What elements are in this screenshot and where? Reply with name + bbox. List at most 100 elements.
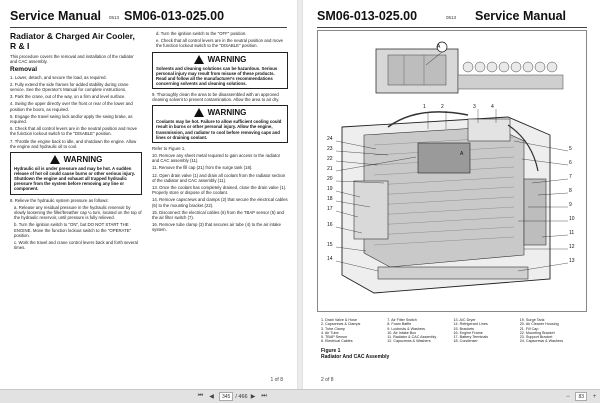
warning-label: WARNING <box>63 154 103 164</box>
removal-step: 12. Open drain valve (1) and drain all c… <box>152 172 286 183</box>
warning-text: Coolants may be hot. Failure to allow su… <box>156 119 282 140</box>
header-title: Service Manual <box>10 9 102 23</box>
legend-item: 3. Tube Clamp <box>321 326 345 331</box>
page-number-input[interactable]: 345 <box>219 392 234 401</box>
callout-number: 4 <box>491 104 494 110</box>
callout-number: 3 <box>473 104 476 110</box>
next-page-icon[interactable]: ▶ <box>250 394 256 400</box>
header-rule <box>317 27 587 28</box>
warning-text: Solvents and cleaning solutions can be h… <box>156 65 278 86</box>
callout-number: 9 <box>569 202 572 208</box>
legend-item: 21. Fill Cap <box>519 326 539 331</box>
legend-item: 19. Surge Tank <box>519 318 545 322</box>
callout-number: 23 <box>327 146 333 152</box>
legend-item: 14. Refrigerant Lines <box>453 322 488 327</box>
legend-item: 13. A/C Dryer <box>453 318 476 322</box>
removal-step: 13. Once the coolant has completely drai… <box>152 184 287 196</box>
callout-number: 1 <box>423 104 426 110</box>
legend-item: 17. Battery Terminals <box>453 335 489 340</box>
zoom-out-icon[interactable]: − <box>566 393 570 400</box>
removal-step: 3. Park the crane, out of the way, on a … <box>10 94 126 100</box>
header-code: 0513 <box>109 15 120 20</box>
removal-step: 15. Disconnect the electrical cables (6)… <box>152 209 284 220</box>
warning-triangle-icon <box>193 108 204 118</box>
view-a-label: A <box>437 44 441 50</box>
legend-item: 11. Radiator & CAC Assembly <box>387 335 437 340</box>
section-title: Radiator & Charged Air Cooler, R & I <box>10 31 135 51</box>
callout-number: 12 <box>569 244 575 250</box>
removal-substep: a. Release any residual pressure in the … <box>14 204 142 221</box>
zoom-in-icon[interactable]: + <box>592 393 597 400</box>
legend-item: 2. Capscrews & Clamps <box>321 322 361 327</box>
callout-number: 16 <box>327 222 333 228</box>
left-column: Radiator & Charged Air Cooler, R & I Thi… <box>10 31 142 252</box>
step-8-substeps-cont: d. Turn the ignition switch to the "OFF"… <box>152 31 288 49</box>
legend-item: 1. Drain Valve & Hose <box>321 318 358 322</box>
first-page-icon[interactable]: ⏮ <box>197 393 204 399</box>
right-page: SM06-013-025.00 0513 Service Manual <box>303 0 600 389</box>
figure-label: Figure 1 <box>321 348 341 354</box>
callout-number: 5 <box>569 146 572 152</box>
legend-item: 16. Engine Frame <box>453 330 483 335</box>
callout-number: 2 <box>441 104 444 110</box>
refer-figure: Refer to Figure 1. <box>152 145 186 151</box>
callout-number: 15 <box>327 242 333 248</box>
removal-step: 14. Remove capscrews and clamps (2) that… <box>152 197 288 208</box>
view-a-label: A <box>460 151 464 157</box>
figure-radiator-cac <box>317 30 587 312</box>
last-page-icon[interactable]: ⏭ <box>261 393 267 399</box>
removal-substep: b. Turn the ignition switch to "ON", but… <box>14 222 132 238</box>
pdf-toolbar: ⏮ ◀ 345 / 466 ▶ ⏭ − 83 + <box>0 389 600 403</box>
header-model: SM06-013-025.00 <box>124 9 225 23</box>
figure-caption: Figure 1 Radiator And CAC Assembly <box>321 348 389 360</box>
warning-box-solvents: WARNING Solvents and cleaning solutions … <box>152 51 288 89</box>
callout-number: 20 <box>327 176 333 182</box>
removal-step: 5. Engage the travel swing lock and/or a… <box>10 113 133 125</box>
removal-substep: d. Turn the ignition switch to the "OFF"… <box>156 31 247 36</box>
removal-step: 10. Remove any sheet metal required to g… <box>152 152 281 164</box>
callout-number: 24 <box>327 136 333 142</box>
intro-text: This procedure covers the removal and in… <box>10 54 134 65</box>
legend-item: 9. Locknuts & Washers <box>387 326 426 331</box>
zoom-input[interactable]: 83 <box>575 392 587 401</box>
callout-number: 21 <box>327 166 333 172</box>
header-title: Service Manual <box>475 9 567 23</box>
legend-item: 23. Support Bracket <box>519 335 553 340</box>
legend-item: 22. Mounting Bracket <box>519 330 555 335</box>
warning-label: WARNING <box>207 54 247 64</box>
removal-step: 1. Lower, detach, and secure the load, a… <box>10 74 107 80</box>
removal-step: 6. Check that all control levers are in … <box>10 126 138 137</box>
prev-page-icon[interactable]: ◀ <box>209 394 214 400</box>
removal-step: 16. Remove tube clamp (3) that secures a… <box>152 222 281 233</box>
warning-triangle-icon <box>49 155 60 165</box>
header-code: 0513 <box>446 15 457 20</box>
callout-number: 10 <box>569 216 575 222</box>
removal-steps-cont: 10. Remove any sheet metal required to g… <box>152 153 288 233</box>
callout-number: 22 <box>327 156 333 162</box>
callout-number: 13 <box>569 258 575 264</box>
legend-item: 12. Capscrews & Washers <box>387 339 431 344</box>
right-column: d. Turn the ignition switch to the "OFF"… <box>152 31 288 235</box>
legend-item: 8. Foam Baffle <box>387 322 412 327</box>
legend-item: 6. Electrical Cables <box>321 339 353 344</box>
removal-steps: 1. Lower, detach, and secure the load, a… <box>10 75 142 149</box>
step-8-substeps: a. Release any residual pressure in the … <box>10 205 142 251</box>
removal-step: 2. Fully extend the side frames for adde… <box>10 81 129 93</box>
legend-item: 7. Air Filter Switch <box>387 318 417 322</box>
removal-step: 11. Remove the fill cap (21) from the su… <box>152 165 253 171</box>
radiator-assembly-illustration <box>335 41 569 294</box>
callout-number: 8 <box>569 188 572 194</box>
page-number: 1 of 8 <box>270 377 283 383</box>
removal-substep: e. Check that all control levers are in … <box>156 38 284 49</box>
removal-step: 4. Swing the upper directly over the fro… <box>10 101 133 112</box>
warning-text: Hydraulic oil is under pressure and may … <box>14 166 135 192</box>
legend-item: 18. Condenser <box>453 339 478 344</box>
legend-item: 4. Air Tube <box>321 330 339 335</box>
step-8: 8. Relieve the hydraulic system pressure… <box>10 197 109 203</box>
legend-item: 5. TBAP Sensor <box>321 335 348 340</box>
callout-number: 19 <box>327 186 333 192</box>
warning-label: WARNING <box>207 108 247 118</box>
removal-step: 7. Throttle the engine back to idle, and… <box>10 138 137 149</box>
